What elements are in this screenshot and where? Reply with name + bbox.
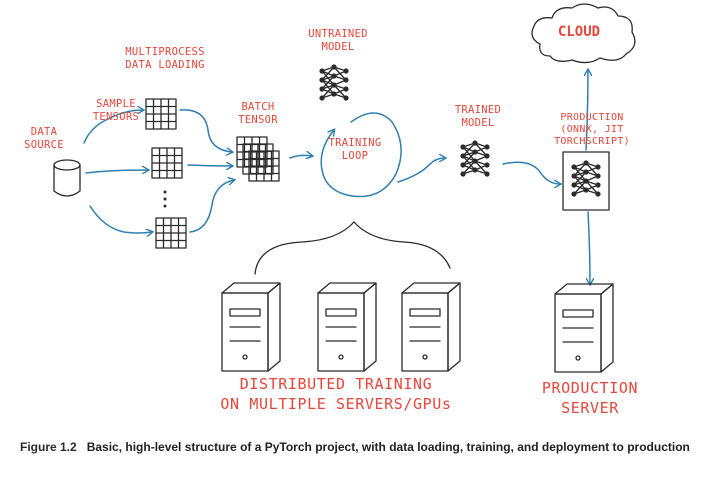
- batch-tensor-stack-icon: [236, 136, 280, 182]
- data-source-label: DATA SOURCE: [24, 126, 64, 151]
- data-source-cylinder-icon: [53, 159, 81, 197]
- flow-arrow: [289, 155, 312, 158]
- server-icon: [221, 282, 281, 372]
- sample-tensor-grid-icon: [155, 217, 187, 249]
- training-loop-label: TRAINING LOOP: [328, 137, 382, 162]
- production-model-paper-icon: [562, 151, 610, 211]
- caption-text: Basic, high-level structure of a PyTorch…: [86, 440, 690, 454]
- flow-arrow: [502, 161, 560, 184]
- multiprocess-data-loading-label: MULTIPROCESS DATA LOADING: [125, 46, 205, 71]
- distributed-training-label: DISTRIBUTED TRAINING ON MULTIPLE SERVERS…: [220, 375, 452, 413]
- flow-arrow: [89, 205, 152, 233]
- production-server-label: PRODUCTION SERVER: [541, 379, 639, 417]
- flow-arrow: [588, 211, 590, 284]
- flow-arrow: [189, 180, 234, 233]
- sample-tensor-grid-icon: [151, 147, 183, 179]
- batch-tensor-label: BATCH TENSOR: [238, 101, 278, 126]
- server-icon: [401, 282, 461, 372]
- sample-tensors-label: SAMPLE TENSORS: [92, 98, 140, 123]
- flow-arrow: [187, 165, 232, 166]
- figure-caption: Figure 1.2 Basic, high-level structure of…: [20, 439, 700, 455]
- sample-tensor-grid-icon: [145, 98, 177, 130]
- production-server-icon: [554, 283, 614, 373]
- flow-arrow: [397, 158, 445, 183]
- figure-number: Figure 1.2: [20, 440, 77, 454]
- training-loop-arrow: [320, 112, 402, 198]
- server-icon: [317, 282, 377, 372]
- cloud-icon: [531, 3, 636, 64]
- trained-model-network-icon: [459, 139, 491, 178]
- production-label: PRODUCTION (ONNX, JIT TORCHSCRIPT): [554, 112, 630, 147]
- flow-arrow: [179, 109, 232, 152]
- flow-arrow: [85, 170, 148, 173]
- ellipsis-dots-icon: [163, 190, 167, 208]
- trained-model-label: TRAINED MODEL: [454, 104, 502, 129]
- flow-arrow: [83, 110, 143, 144]
- distributed-brace: [254, 221, 451, 275]
- cloud-label: CLOUD: [557, 24, 601, 40]
- untrained-model-network-icon: [318, 63, 350, 102]
- flow-arrow: [586, 70, 588, 151]
- untrained-model-label: UNTRAINED MODEL: [308, 28, 368, 53]
